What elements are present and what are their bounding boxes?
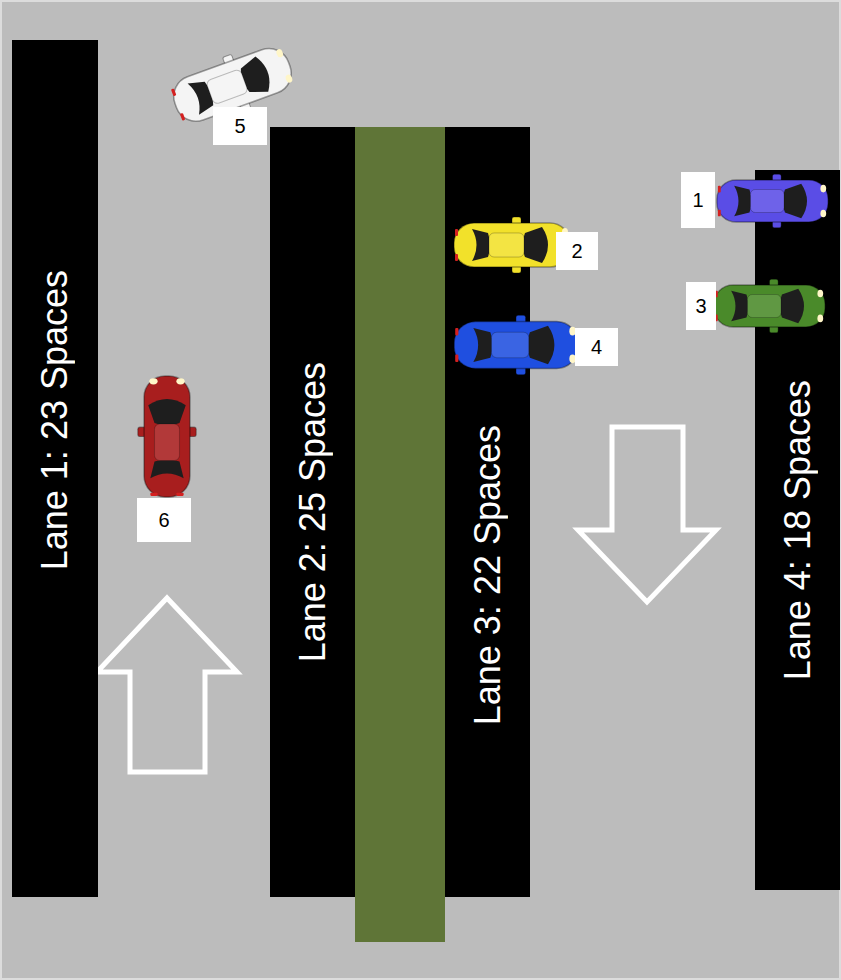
direction-arrow-up	[97, 598, 237, 772]
callout-number: 3	[686, 282, 716, 330]
lane-band: Lane 4: 18 Spaces	[755, 170, 840, 890]
callout-number: 1	[681, 172, 715, 228]
purple-car	[717, 174, 828, 228]
callout-number: 2	[556, 232, 598, 270]
lane-band: Lane 3: 22 Spaces	[445, 127, 530, 897]
callout-number: 6	[137, 498, 191, 542]
callout-number: 4	[575, 328, 618, 366]
lane-label: Lane 1: 23 Spaces	[37, 270, 73, 570]
direction-arrow-down	[578, 427, 716, 602]
lane-label: Lane 3: 22 Spaces	[470, 425, 506, 725]
grass-median	[355, 127, 445, 942]
blue-car	[454, 315, 578, 375]
lane-label: Lane 4: 18 Spaces	[780, 380, 816, 680]
lane-band: Lane 1: 23 Spaces	[12, 40, 98, 897]
lane-label: Lane 2: 25 Spaces	[295, 362, 331, 662]
yellow-car	[454, 217, 570, 273]
green-car	[714, 279, 825, 333]
callout-number: 5	[213, 107, 267, 145]
red-car	[138, 376, 196, 497]
lane-band: Lane 2: 25 Spaces	[270, 127, 355, 897]
